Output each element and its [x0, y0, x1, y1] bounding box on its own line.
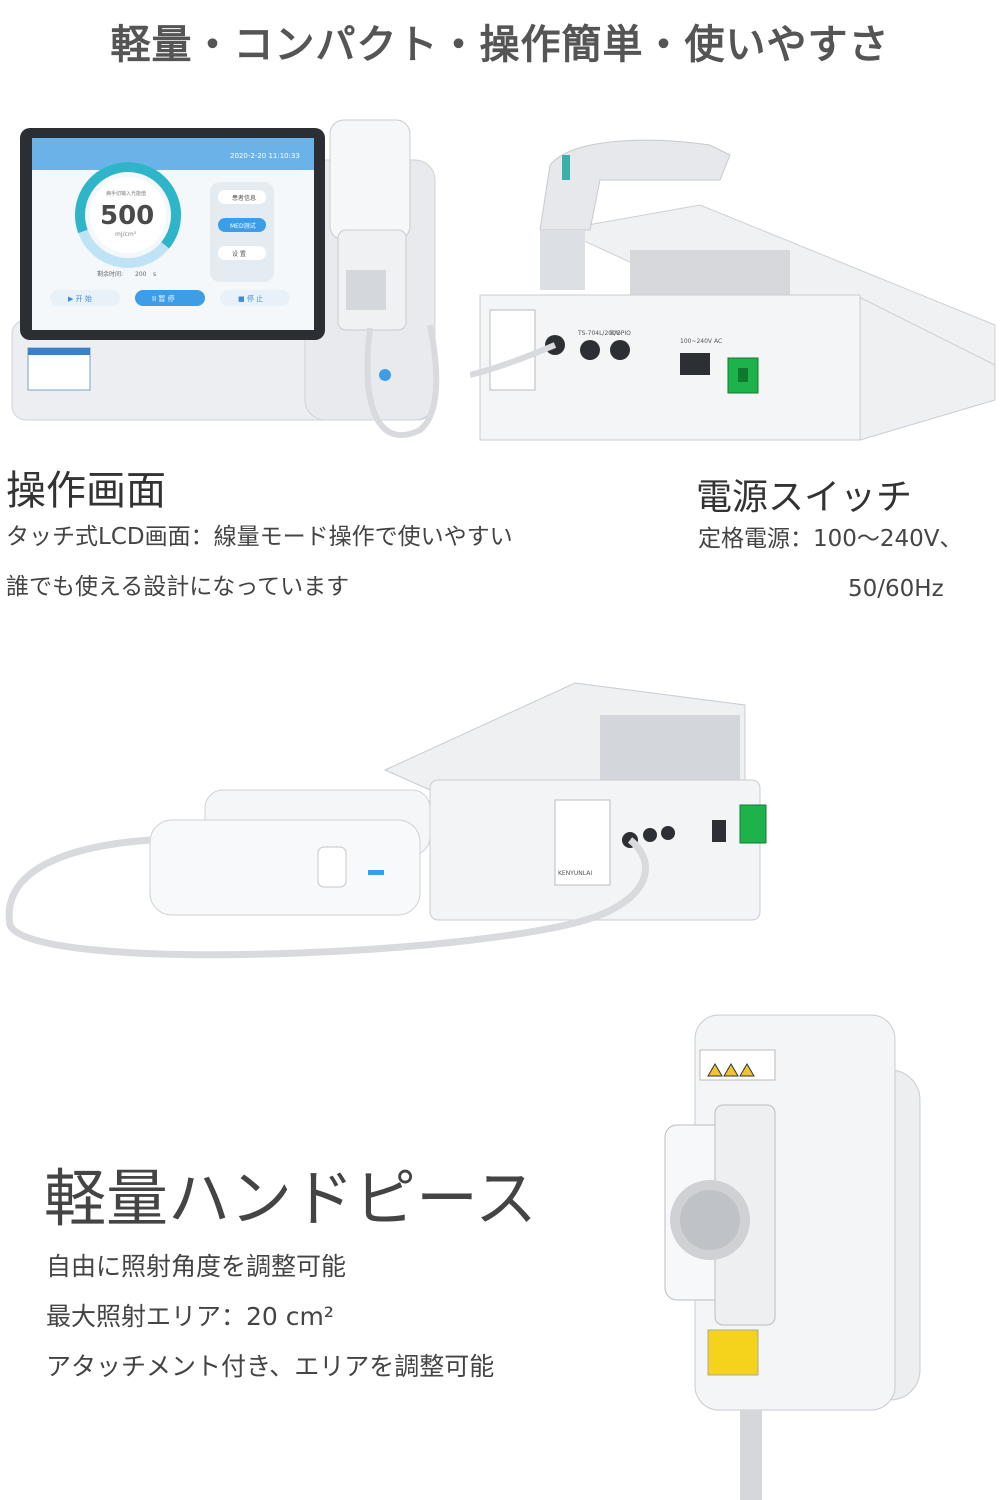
med-test-button[interactable] — [218, 218, 266, 232]
gauge-value: 500 — [100, 201, 154, 231]
start-button[interactable] — [50, 290, 120, 306]
remaining-unit: s — [153, 271, 156, 278]
med-test-label: MED测试 — [230, 222, 256, 230]
power-section-title: 電源スイッチ — [696, 477, 913, 518]
device-rear-image: TS-704L/200V B/GPIO 100~240V AC — [470, 139, 996, 441]
pause-button[interactable] — [135, 290, 205, 306]
patient-info-button[interactable] — [218, 190, 266, 204]
power-socket-label: 100~240V AC — [680, 338, 722, 345]
power-socket — [680, 353, 710, 375]
handpiece-closeup-image — [664, 1014, 921, 1500]
handpiece-line-3: アタッチメント付き、エリアを調整可能 — [46, 1352, 495, 1381]
start-label: ▶ 开 始 — [68, 294, 92, 303]
stop-button[interactable] — [220, 290, 290, 306]
patient-info-label: 患者信息 — [232, 194, 256, 202]
screen-datetime: 2020-2-20 11:10:33 — [230, 152, 300, 160]
settings-button[interactable] — [218, 246, 266, 260]
screen-section-line-1: タッチ式LCD画面：線量モード操作で使いやすい — [6, 524, 513, 550]
pause-label: II 暂 停 — [152, 294, 175, 303]
remaining-label: 剩余时间: — [97, 270, 123, 278]
power-section-line-2: 50/60Hz — [848, 576, 944, 602]
power-section-line-1: 定格電源：100～240V、 — [698, 526, 963, 552]
screen-section-text: タッチ式LCD画面：線量モード操作で使いやすい 誰でも使える設計になっています — [6, 512, 646, 612]
page-headline: 軽量・コンパクト・操作簡単・使いやすさ — [110, 22, 890, 68]
screen-section-line-2: 誰でも使える設計になっています — [6, 574, 350, 600]
device-front-image: 2020-2-20 11:10:33 病手切输入光能值 500 mJ/cm² 剩… — [11, 119, 440, 438]
handpiece-section-title: 軽量ハンドピース — [44, 1162, 537, 1235]
stop-label: ■ 停 止 — [238, 294, 263, 303]
handpiece-line-1: 自由に照射角度を調整可能 — [46, 1252, 347, 1281]
settings-label: 设 置 — [232, 250, 246, 258]
screen-section-title: 操作画面 — [6, 468, 166, 514]
side-power-switch[interactable] — [739, 804, 767, 844]
brand-label: KENYUNLAI — [558, 870, 592, 877]
port-label-1: TS-704L/200V — [577, 330, 621, 337]
gauge-unit: mJ/cm² — [115, 231, 137, 238]
gauge-caption: 病手切输入光能值 — [106, 190, 146, 197]
handpiece-section-text: 自由に照射角度を調整可能 最大照射エリア：20 cm² アタッチメント付き、エリ… — [46, 1242, 606, 1392]
device-side-image: KENYUNLAI — [5, 682, 767, 959]
handpiece-line-2: 最大照射エリア：20 cm² — [46, 1302, 334, 1331]
remaining-value: 200 — [135, 271, 147, 278]
power-section-text: 定格電源：100～240V、 50/60Hz — [698, 514, 998, 614]
port-label-2: B/GPIO — [610, 330, 631, 337]
